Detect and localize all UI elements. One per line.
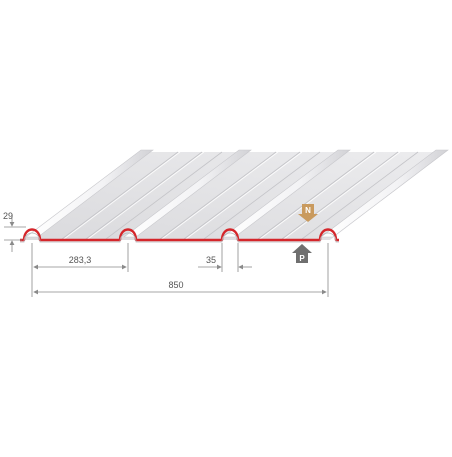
dimension-total-width: [31, 243, 329, 297]
rib-2: [123, 149, 252, 238]
dimension-rib-height-label: 29: [3, 211, 13, 221]
profile-edge: [20, 228, 339, 242]
sheet-body: [22, 149, 449, 240]
rib-1: [25, 149, 154, 238]
dimension-pan-width-label: 283,3: [69, 255, 92, 265]
dimension-rib-width-label: 35: [206, 255, 216, 265]
dimension-total-width-label: 850: [168, 280, 183, 290]
rib-4: [320, 149, 449, 238]
arrow-down-icon: N: [298, 204, 318, 222]
dimension-pan-width: [31, 243, 129, 272]
marker-p-letter: P: [299, 254, 305, 263]
dimension-rib-height: [4, 214, 26, 252]
rib-3: [222, 149, 351, 238]
marker-n-letter: N: [305, 206, 311, 215]
arrow-up-icon: P: [292, 244, 312, 263]
dimension-rib-width: [198, 243, 252, 272]
